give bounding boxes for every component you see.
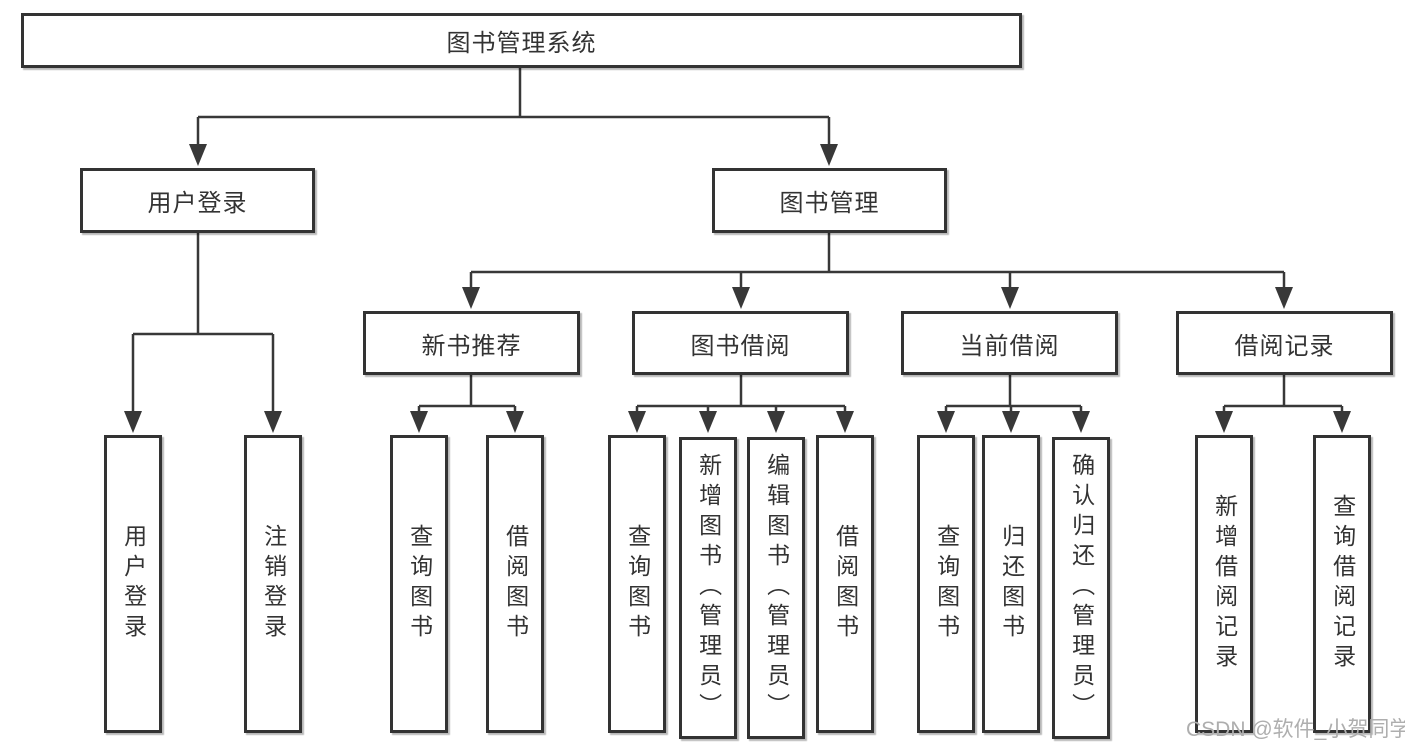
node-borrowing-records: 借阅记录 xyxy=(1176,311,1393,375)
csdn-watermark: CSDN @软件_小贺同学 xyxy=(1186,718,1405,741)
leaf-return-books: 归还图书 xyxy=(982,435,1040,733)
root-node-book-management-system: 图书管理系统 xyxy=(21,13,1022,68)
leaf-query-books-borrowing: 查询图书 xyxy=(608,435,666,733)
node-new-book-recommendation: 新书推荐 xyxy=(363,311,580,375)
node-book-borrowing: 图书借阅 xyxy=(632,311,849,375)
arrowheads xyxy=(124,144,1351,433)
leaf-add-borrow-record: 新增借阅记录 xyxy=(1195,435,1253,733)
leaf-query-books-recommend: 查询图书 xyxy=(390,435,448,733)
leaf-query-books-current: 查询图书 xyxy=(917,435,975,733)
leaf-user-login: 用户登录 xyxy=(104,435,162,733)
leaf-add-books-admin: 新增图书（管理员） xyxy=(679,437,737,739)
leaf-borrow-books-borrowing: 借阅图书 xyxy=(816,435,874,733)
node-book-management: 图书管理 xyxy=(712,168,947,233)
leaf-edit-books-admin: 编辑图书（管理员） xyxy=(747,437,805,739)
leaf-logout: 注销登录 xyxy=(244,435,302,733)
leaf-borrow-books-recommend: 借阅图书 xyxy=(486,435,544,733)
node-user-login: 用户登录 xyxy=(80,168,315,233)
leaf-confirm-return-admin: 确认归还（管理员） xyxy=(1052,437,1110,739)
leaf-query-borrow-record: 查询借阅记录 xyxy=(1313,435,1371,733)
node-current-borrowing: 当前借阅 xyxy=(901,311,1118,375)
